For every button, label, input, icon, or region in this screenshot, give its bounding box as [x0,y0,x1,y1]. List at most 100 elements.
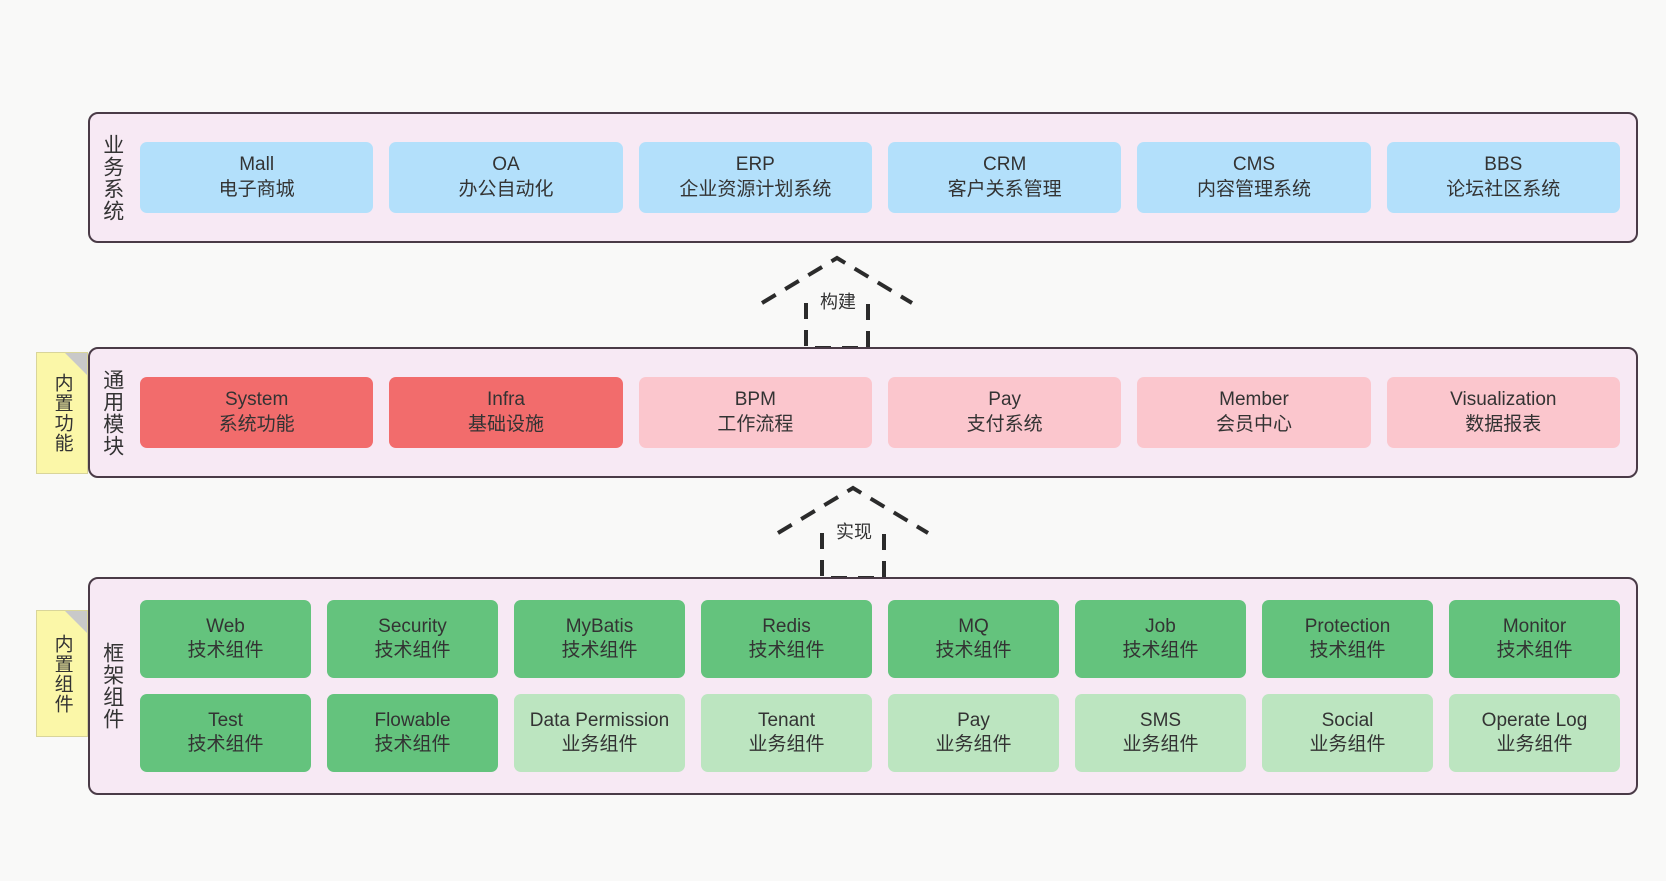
card-title: Protection [1304,615,1391,637]
card-data-permission[interactable]: Data Permission 业务组件 [514,694,685,772]
card-cms[interactable]: CMS 内容管理系统 [1137,142,1371,213]
card-operate-log[interactable]: Operate Log 业务组件 [1449,694,1620,772]
card-title: Redis [762,615,811,637]
card-title: Flowable [374,709,451,731]
card-subtitle: 技术组件 [187,734,264,755]
card-title: BPM [734,389,776,411]
card-title: CRM [983,154,1027,176]
card-title: Job [1145,615,1176,637]
card-title: Mall [239,154,275,176]
card-subtitle: 技术组件 [1122,640,1199,661]
card-subtitle: 技术组件 [187,640,264,661]
card-bpm[interactable]: BPM 工作流程 [638,377,872,448]
layer-framework-components: 框架组件 Web 技术组件 Security 技术组件 MyBatis 技术组件… [88,577,1638,795]
card-title: Pay [988,389,1022,411]
card-job[interactable]: Job 技术组件 [1075,600,1246,678]
card-title: Pay [957,709,990,731]
generalization-arrow-icon [776,485,930,580]
card-title: Tenant [757,709,816,731]
card-mall[interactable]: Mall 电子商城 [140,142,374,213]
sticky-note-label: 内置功能 [51,373,73,453]
card-title: Visualization [1450,389,1557,411]
card-subtitle: 业务组件 [1309,734,1386,755]
card-infra[interactable]: Infra 基础设施 [389,377,623,448]
card-title: Test [208,709,243,731]
card-subtitle: 企业资源计划系统 [679,178,832,200]
card-subtitle: 办公自动化 [458,178,554,200]
connector-implement: 实现 [758,478,948,583]
card-subtitle: 技术组件 [374,734,451,755]
card-subtitle: 技术组件 [1496,640,1573,661]
generalization-arrow-icon [760,255,914,350]
card-title: Social [1321,709,1374,731]
card-tenant[interactable]: Tenant 业务组件 [701,694,872,772]
connector-implement-label: 实现 [836,522,872,542]
card-title: Operate Log [1481,709,1588,731]
card-subtitle: 技术组件 [935,640,1012,661]
card-security[interactable]: Security 技术组件 [327,600,498,678]
card-subtitle: 内容管理系统 [1196,178,1311,200]
card-member[interactable]: Member 会员中心 [1137,377,1371,448]
card-subtitle: 系统功能 [218,413,295,435]
card-social[interactable]: Social 业务组件 [1262,694,1433,772]
framework-tech-row: Web 技术组件 Security 技术组件 MyBatis 技术组件 Redi… [140,600,1620,678]
sticky-note-builtin-component: 内置组件 [36,610,88,737]
layer-business-label: 业务系统 [100,133,124,222]
card-visualization[interactable]: Visualization 数据报表 [1386,377,1620,448]
card-system[interactable]: System 系统功能 [140,377,374,448]
card-title: BBS [1484,154,1523,176]
card-crm[interactable]: CRM 客户关系管理 [887,142,1122,213]
card-title: System [224,389,289,411]
card-title: MyBatis [565,615,634,637]
layer-modules-body: System 系统功能 Infra 基础设施 BPM 工作流程 Pay 支付系统… [134,349,1636,476]
card-redis[interactable]: Redis 技术组件 [701,600,872,678]
card-monitor[interactable]: Monitor 技术组件 [1449,600,1620,678]
card-title: Member [1219,389,1289,411]
card-subtitle: 业务组件 [561,734,638,755]
card-subtitle: 技术组件 [1309,640,1386,661]
card-title: Security [378,615,447,637]
card-title: Web [206,615,245,637]
card-subtitle: 业务组件 [1122,734,1199,755]
card-subtitle: 业务组件 [748,734,825,755]
connector-build-label: 构建 [820,292,856,312]
card-web[interactable]: Web 技术组件 [140,600,311,678]
card-mybatis[interactable]: MyBatis 技术组件 [514,600,685,678]
card-subtitle: 客户关系管理 [947,178,1062,200]
card-subtitle: 业务组件 [935,734,1012,755]
sticky-note-label: 内置组件 [51,633,73,714]
card-title: Infra [486,389,525,411]
card-subtitle: 会员中心 [1215,413,1292,435]
card-title: MQ [958,615,989,637]
modules-card-row: System 系统功能 Infra 基础设施 BPM 工作流程 Pay 支付系统… [140,377,1620,448]
card-pay-module[interactable]: Pay 支付系统 [887,377,1122,448]
card-subtitle: 工作流程 [717,413,794,435]
card-subtitle: 基础设施 [467,413,544,435]
card-subtitle: 技术组件 [561,640,638,661]
card-subtitle: 技术组件 [748,640,825,661]
card-erp[interactable]: ERP 企业资源计划系统 [638,142,872,213]
card-sms[interactable]: SMS 业务组件 [1075,694,1246,772]
card-bbs[interactable]: BBS 论坛社区系统 [1386,142,1620,213]
layer-business-body: Mall 电子商城 OA 办公自动化 ERP 企业资源计划系统 CRM 客户关系… [134,114,1636,241]
card-title: OA [492,154,520,176]
card-mq[interactable]: MQ 技术组件 [888,600,1059,678]
card-title: CMS [1232,154,1276,176]
layer-modules-label: 通用模块 [100,368,124,457]
layer-framework-body: Web 技术组件 Security 技术组件 MyBatis 技术组件 Redi… [134,579,1636,793]
layer-business-systems: 业务系统 Mall 电子商城 OA 办公自动化 ERP 企业资源计划系统 CRM [88,112,1638,243]
connector-build: 构建 [742,248,932,353]
card-subtitle: 论坛社区系统 [1446,178,1561,200]
card-title: Monitor [1502,615,1567,637]
layer-common-modules: 通用模块 System 系统功能 Infra 基础设施 BPM 工作流程 Pay [88,347,1638,478]
card-title: Data Permission [529,709,670,731]
card-pay-component[interactable]: Pay 业务组件 [888,694,1059,772]
card-test[interactable]: Test 技术组件 [140,694,311,772]
layer-framework-label: 框架组件 [100,642,124,730]
card-subtitle: 支付系统 [966,413,1043,435]
card-flowable[interactable]: Flowable 技术组件 [327,694,498,772]
card-oa[interactable]: OA 办公自动化 [389,142,623,213]
card-subtitle: 技术组件 [374,640,451,661]
card-protection[interactable]: Protection 技术组件 [1262,600,1433,678]
